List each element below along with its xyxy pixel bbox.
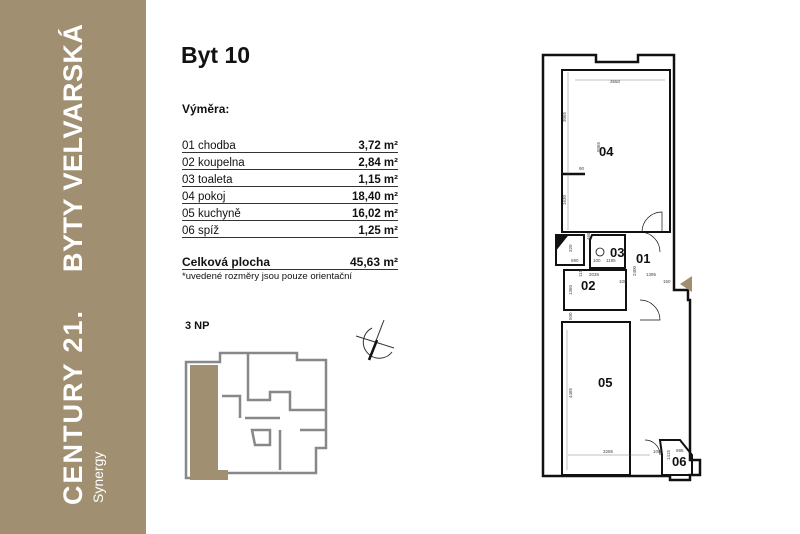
dimension-labels: 3550 3065 5065 90 1630 465 320 690 100 1… (562, 79, 684, 460)
page-title: Byt 10 (181, 42, 251, 68)
dim: 100 (619, 279, 627, 284)
dim: 1195 (606, 258, 616, 263)
room-label: 05 (598, 375, 612, 390)
room-name: 05 kuchyně (182, 208, 241, 220)
table-row: 06 spíž 1,25 m² (182, 221, 398, 238)
total-area: Celková plocha 45,63 m² (182, 255, 398, 270)
room-name: 06 spíž (182, 225, 220, 237)
areas-heading: Výměra: (182, 102, 230, 116)
room-area: 16,02 m² (351, 208, 398, 220)
room-label: 03 (610, 245, 624, 260)
dim: 690 (571, 258, 579, 263)
dim: 100 (593, 258, 601, 263)
dim: 500 (568, 312, 573, 320)
room-area: 18,40 m² (351, 191, 398, 203)
room-name: 03 toaleta (182, 174, 233, 186)
dim: 3065 (562, 111, 567, 122)
sidebar: BYTY VELVARSKÁ CENTURY 21. Synergy (0, 0, 146, 534)
dim: 90 (579, 166, 585, 171)
room-area: 2,84 m² (358, 157, 398, 169)
disclaimer: *uvedené rozměry jsou pouze orientační (182, 271, 353, 282)
room-label: 02 (581, 278, 595, 293)
dim: 3550 (610, 79, 621, 84)
dim: 1415 (666, 449, 671, 460)
highlighted-apartment (190, 365, 228, 480)
table-row: 01 chodba 3,72 m² (182, 136, 398, 153)
dim: 1395 (646, 272, 657, 277)
room-label: 04 (599, 144, 614, 159)
room-area: 1,25 m² (358, 225, 398, 237)
table-row: 05 kuchyně 16,02 m² (182, 204, 398, 221)
dim: 465 (586, 232, 591, 240)
table-row: 04 pokoj 18,40 m² (182, 187, 398, 204)
dim: 150 (663, 279, 671, 284)
dim: 4485 (568, 387, 573, 398)
room-area: 1,15 m² (358, 174, 398, 186)
dim: 2400 (632, 265, 637, 276)
total-value: 45,63 m² (349, 255, 398, 269)
dim: 2035 (589, 272, 600, 277)
dim: 3285 (603, 449, 614, 454)
room-labels: 04 03 01 02 05 06 (581, 144, 686, 469)
total-label: Celková plocha (182, 255, 271, 269)
room-label: 06 (672, 454, 686, 469)
entrance-arrow-icon (680, 276, 692, 292)
floor-label: 3 NP (185, 320, 210, 332)
room-area: 3,72 m² (358, 140, 398, 152)
dim: 995 (676, 448, 684, 453)
table-row: 03 toaleta 1,15 m² (182, 170, 398, 187)
floor-plan (541, 53, 702, 482)
dim: 1360 (568, 284, 573, 295)
table-row: 02 koupelna 2,84 m² (182, 153, 398, 170)
dim: 1630 (562, 194, 567, 205)
room-label: 01 (636, 251, 650, 266)
dim: 115 (578, 269, 583, 277)
room-name: 01 chodba (182, 140, 236, 152)
room-name: 02 koupelna (182, 157, 245, 169)
room-name: 04 pokoj (182, 191, 226, 203)
dim: 320 (568, 244, 573, 252)
dim: 5065 (596, 141, 601, 152)
dim: 100 (653, 449, 661, 454)
areas-table: 01 chodba 3,72 m² 02 koupelna 2,84 m² 03 t… (182, 136, 398, 238)
compass-icon (355, 319, 395, 361)
